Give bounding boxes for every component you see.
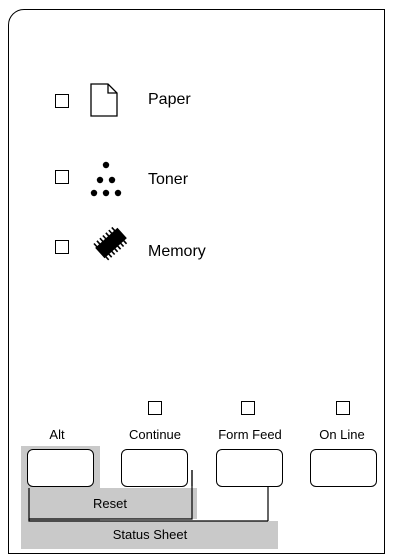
paper-icon [90, 83, 118, 117]
alt-label: Alt [49, 427, 65, 442]
reset-combo-area [21, 488, 197, 519]
on-line-label: On Line [319, 427, 365, 442]
alt-button[interactable] [27, 449, 94, 487]
memory-indicator-light [55, 240, 69, 254]
paper-label: Paper [148, 91, 191, 108]
on-line-button[interactable] [310, 449, 377, 487]
memory-chip-icon [93, 226, 128, 261]
continue-button[interactable] [121, 449, 188, 487]
memory-label: Memory [148, 243, 206, 260]
toner-icon [90, 161, 122, 197]
on-line-indicator-light [336, 401, 350, 415]
paper-indicator-light [55, 94, 69, 108]
form-feed-label: Form Feed [218, 427, 282, 442]
form-feed-indicator-light [241, 401, 255, 415]
status-sheet-combo-area [21, 521, 278, 549]
reset-combo-label: Reset [93, 496, 127, 511]
toner-indicator-light [55, 170, 69, 184]
form-feed-button[interactable] [216, 449, 283, 487]
status-sheet-combo-label: Status Sheet [112, 527, 188, 542]
continue-indicator-light [148, 401, 162, 415]
continue-label: Continue [128, 427, 182, 442]
toner-label: Toner [148, 171, 189, 188]
